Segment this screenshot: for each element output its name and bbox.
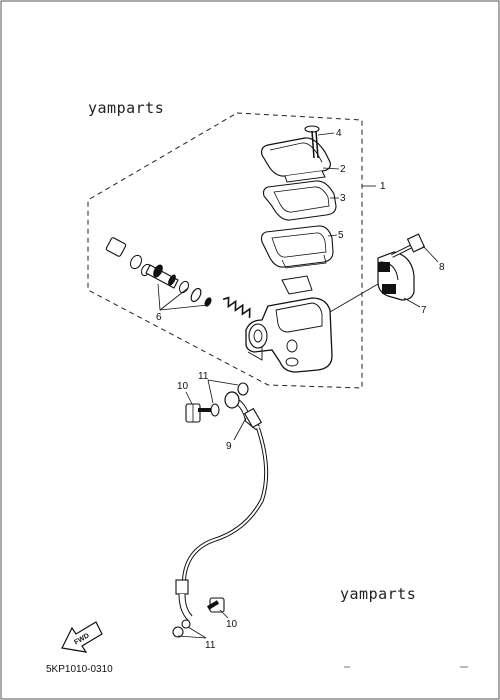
callout-11-lower: 11 bbox=[205, 640, 216, 651]
diaphragm-plate bbox=[262, 180, 337, 221]
copper-washers-upper bbox=[210, 382, 249, 417]
brake-hose bbox=[175, 391, 269, 621]
callout-1: 1 bbox=[380, 181, 386, 192]
callout-2: 2 bbox=[340, 164, 346, 175]
watermark-bottom: yamparts bbox=[340, 585, 417, 603]
callout-8: 8 bbox=[439, 262, 445, 273]
callout-10-lower: 10 bbox=[226, 619, 238, 630]
callout-10-upper: 10 bbox=[177, 381, 189, 392]
callout-3: 3 bbox=[340, 193, 346, 204]
piston-kit bbox=[105, 237, 251, 318]
callout-9: 9 bbox=[226, 441, 232, 452]
watermark-top: yamparts bbox=[88, 99, 165, 117]
forward-arrow-icon: FWD bbox=[61, 621, 103, 653]
leader-lines bbox=[157, 132, 439, 639]
callout-7: 7 bbox=[421, 305, 427, 316]
copper-washers-lower bbox=[172, 619, 191, 638]
callout-4: 4 bbox=[336, 128, 342, 139]
diaphragm bbox=[260, 225, 334, 269]
holder bbox=[377, 251, 415, 301]
callout-6: 6 bbox=[156, 312, 162, 323]
holder-bolt bbox=[391, 233, 426, 258]
master-cylinder-body bbox=[245, 297, 333, 373]
diagram-code: 5KP1010-0310 bbox=[46, 664, 113, 675]
union-bolt-lower bbox=[206, 597, 225, 613]
callout-5: 5 bbox=[338, 230, 344, 241]
reservoir-cap bbox=[261, 137, 331, 183]
float-plate bbox=[281, 275, 313, 295]
callout-labels: 4 2 3 5 1 8 7 6 10 11 9 10 11 bbox=[156, 128, 445, 651]
callout-11-upper: 11 bbox=[198, 371, 209, 382]
union-bolt-upper bbox=[185, 403, 212, 423]
assembly-outline bbox=[87, 112, 363, 389]
screw bbox=[304, 125, 320, 159]
